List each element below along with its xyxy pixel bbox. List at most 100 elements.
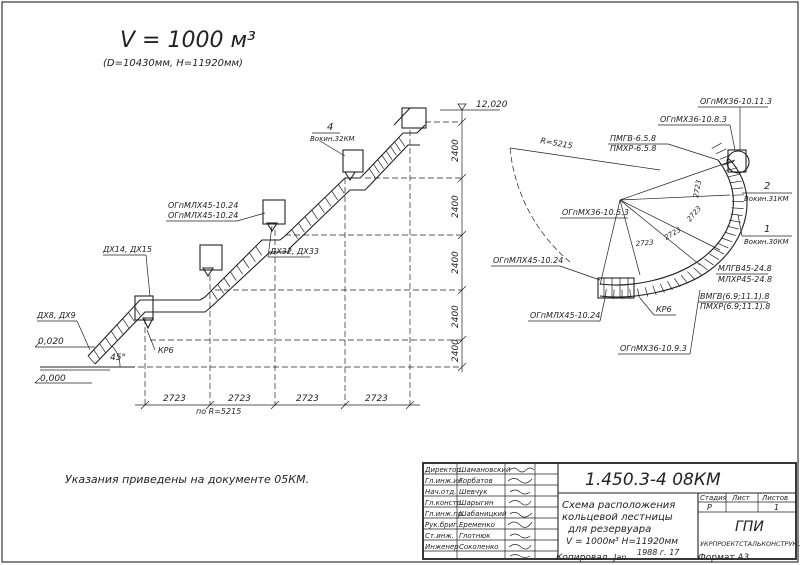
callout-1-text: Вокин.30КМ [744,238,789,246]
ring-step [727,225,739,230]
stair-step [242,258,250,269]
ring-step [731,194,744,196]
stair-step [128,312,135,322]
plan-label-top1: ОГпМХ36-10.11.3 [700,97,772,106]
ring-step [721,237,733,243]
plan-dim-4: 2723 [635,238,653,248]
top-level-label: 12,020 [476,100,508,110]
ring-step [731,207,744,209]
plan-label-ogp1024b: ОГпМЛХ45-10.24 [530,311,600,320]
stamp-name: Соколенко [459,543,499,551]
elevation-view: 0,020 0,000 [34,100,508,416]
height-dim-5: 2400 [451,339,461,362]
description-line-3: для резервуара [567,524,651,535]
stair-step [385,150,393,160]
span-dim-1: 2723 [163,394,186,404]
copied-signature: Jan [612,553,626,562]
height-dim-2: 2400 [451,195,461,218]
stair-step [331,190,338,201]
plan-dim-3: 2723 [663,226,682,242]
stair-step [377,159,384,169]
signatures [507,467,535,558]
stair-step [211,290,218,300]
stair-step [105,337,112,347]
stamp-name: Шамановский [459,466,511,474]
ring-step [687,271,695,280]
volume-title: V = 1000 м³ [120,28,256,53]
span-dim-4: 2723 [365,394,388,404]
plan-view: R=5215 2723 2723 2723 2723 [491,97,792,355]
ring-step [715,148,727,155]
ring-step [722,160,735,166]
radius-note: по R=5215 [196,407,241,416]
plan-label-pmgv: ПМГВ-6.5.8 [610,134,656,143]
plan-label-mlgv: МЛГВ45-24.8 [718,264,772,273]
angle-label: 45° [110,353,126,363]
stair-step [373,163,380,174]
plan-label-mlhr: МЛХР45-24.8 [718,275,772,284]
callout-4-text: Вокин.32КМ [310,135,355,143]
ring-step [729,180,742,184]
label-ogp-1: ОГпМЛХ45-10.24 [168,201,238,210]
plan-label-ogp1024a: ОГпМЛХ45-10.24 [493,256,563,265]
stair-step [223,277,231,288]
stair-step [230,271,237,281]
ring-step [644,287,649,297]
ring-step [709,253,720,260]
height-dim-1: 2400 [451,139,461,162]
sheets-value: 1 [774,503,779,512]
ring-step [637,288,640,299]
ring-step [680,274,688,284]
stair-step [390,146,397,156]
organization-full: УКРПРОЕКТСТАЛЬКОНСТРУКЦИЯ [700,540,800,548]
plan-radius: R=5215 [540,136,574,151]
callout-2-number: 2 [764,181,770,192]
stamp-name: Шабаницкий [459,510,507,518]
label-dkh8: ДХ8, ДХ9 [36,311,76,320]
stair-step [298,222,305,233]
ring-step [729,219,741,223]
ring-step [713,248,725,255]
stamp-role: Гл.констр. [425,499,463,507]
ring-step [704,258,714,266]
label-dkh32: ДХ32, ДХ33 [269,247,319,256]
stamp-role: Ст.инж. [425,532,454,540]
stair-step [394,141,401,152]
title-block: ДиректорШамановскийГл.инж.ин.ГорбатовНач… [422,462,800,560]
stair-step [368,168,376,178]
stamp-name: Еременко [459,521,495,529]
ring-step [724,231,736,236]
plan-label-pmhr: ПМХР-6.5.8 [610,144,656,153]
description-line-4: V = 1000м³ H=11920мм [566,537,678,547]
ring-step [717,243,729,249]
stamp-role: Гл.инж.ин. [425,477,465,485]
stair-step [255,246,262,256]
callout-2-text: Вокин.31КМ [744,195,789,203]
stair-step [122,318,129,328]
stage-value: Р [707,503,712,512]
stamp-role: Директор [424,466,461,474]
ring-step [604,288,607,299]
stair-step [99,343,106,353]
ring-step [659,283,665,293]
height-dim-3: 2400 [451,251,461,274]
ring-step [711,142,722,149]
plan-label-top2: ОГпМХ36-10.8.3 [660,115,727,124]
ring-step [674,278,681,287]
stamp-role: Гл.инж.пр. [425,510,465,518]
stair-step [93,349,101,359]
span-dim-3: 2723 [296,394,319,404]
stair-step [110,330,118,341]
plan-label-ogp53: ОГпМХ36-10.5.3 [562,208,629,217]
description-line-2: кольцевой лестницы [562,512,673,523]
copied-label: Копировал [556,553,608,563]
stamp-role: Нач.отд. [425,488,456,496]
stair-step [217,284,224,294]
general-note: Указания приведены на документе 05КМ. [65,473,309,486]
label-ogp-2: ОГпМЛХ45-10.24 [168,211,238,220]
ring-step [730,213,743,216]
stamp-name: Шарыгин [459,499,494,507]
stamp-role: Инженер [425,543,459,551]
organization: ГПИ [735,519,764,535]
